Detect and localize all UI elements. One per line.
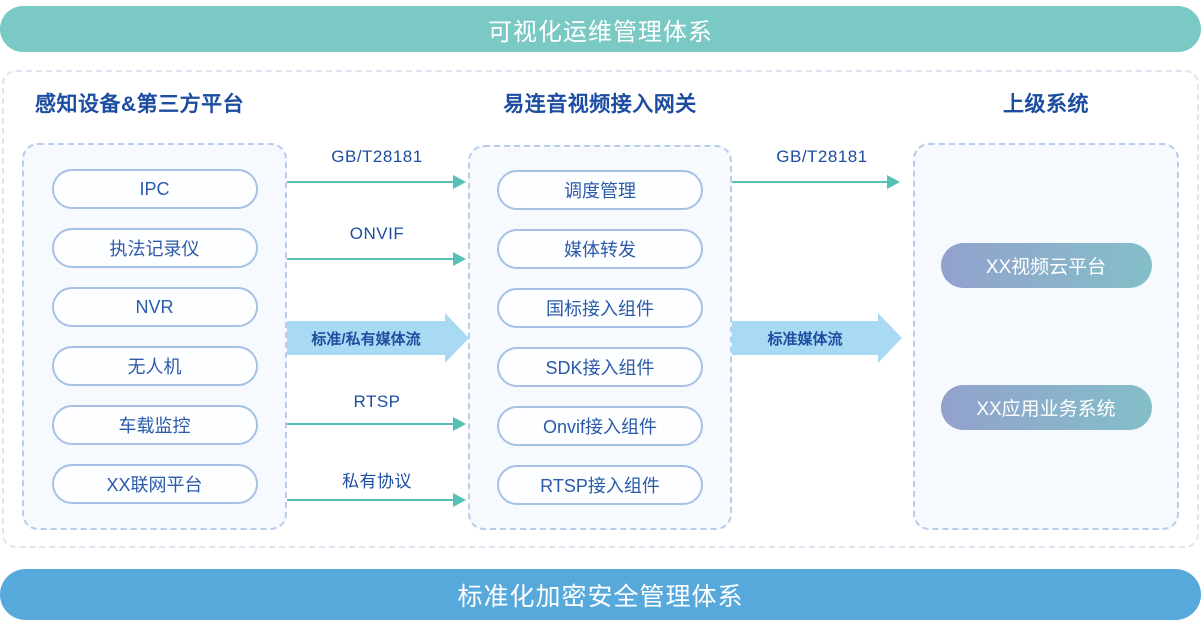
bottom-banner: 标准化加密安全管理体系 [0,569,1201,620]
gateway-pill: SDK接入组件 [497,347,703,387]
gateway-pill: RTSP接入组件 [497,465,703,505]
devices-group: IPC 执法记录仪 NVR 无人机 车载监控 XX联网平台 [22,143,287,530]
gateway-pill: Onvif接入组件 [497,406,703,446]
system-pill: XX应用业务系统 [940,385,1152,430]
flow-label-private-protocol: 私有协议 [342,472,412,491]
device-pill: NVR [51,287,258,327]
flow-label-gbt28181-left: GB/T28181 [331,147,423,166]
upper-systems-group: XX视频云平台 XX应用业务系统 [913,143,1179,530]
column-title-gateway: 易连音视频接入网关 [503,93,697,116]
device-pill: XX联网平台 [51,464,258,504]
arrow-rtsp [287,417,466,431]
gateway-group: 调度管理 媒体转发 国标接入组件 SDK接入组件 Onvif接入组件 RTSP接… [468,145,732,530]
device-pill: IPC [51,169,258,209]
arrow-onvif [287,252,466,266]
arrow-media-stream-left: 标准/私有媒体流 [287,321,445,355]
gateway-pill: 媒体转发 [497,229,703,269]
device-pill: 执法记录仪 [51,228,258,268]
bottom-banner-label: 标准化加密安全管理体系 [457,582,744,611]
arrow-gbt28181-right [732,175,900,189]
arrow-private-protocol [287,493,466,507]
gateway-pill: 国标接入组件 [497,288,703,328]
flow-label-onvif: ONVIF [349,224,405,243]
arrow-media-stream-right: 标准媒体流 [732,321,878,355]
flow-label-gbt28181-right: GB/T28181 [776,147,868,166]
column-title-devices: 感知设备&第三方平台 [35,93,245,116]
top-banner-label: 可视化运维管理体系 [488,18,713,46]
arrow-gbt28181-left [287,175,466,189]
gateway-pill: 调度管理 [497,170,703,210]
device-pill: 车载监控 [51,405,258,445]
column-title-upper-systems: 上级系统 [1003,93,1089,116]
device-pill: 无人机 [51,346,258,386]
system-pill: XX视频云平台 [940,243,1152,288]
top-banner: 可视化运维管理体系 [0,6,1201,52]
flow-label-rtsp: RTSP [353,392,401,411]
